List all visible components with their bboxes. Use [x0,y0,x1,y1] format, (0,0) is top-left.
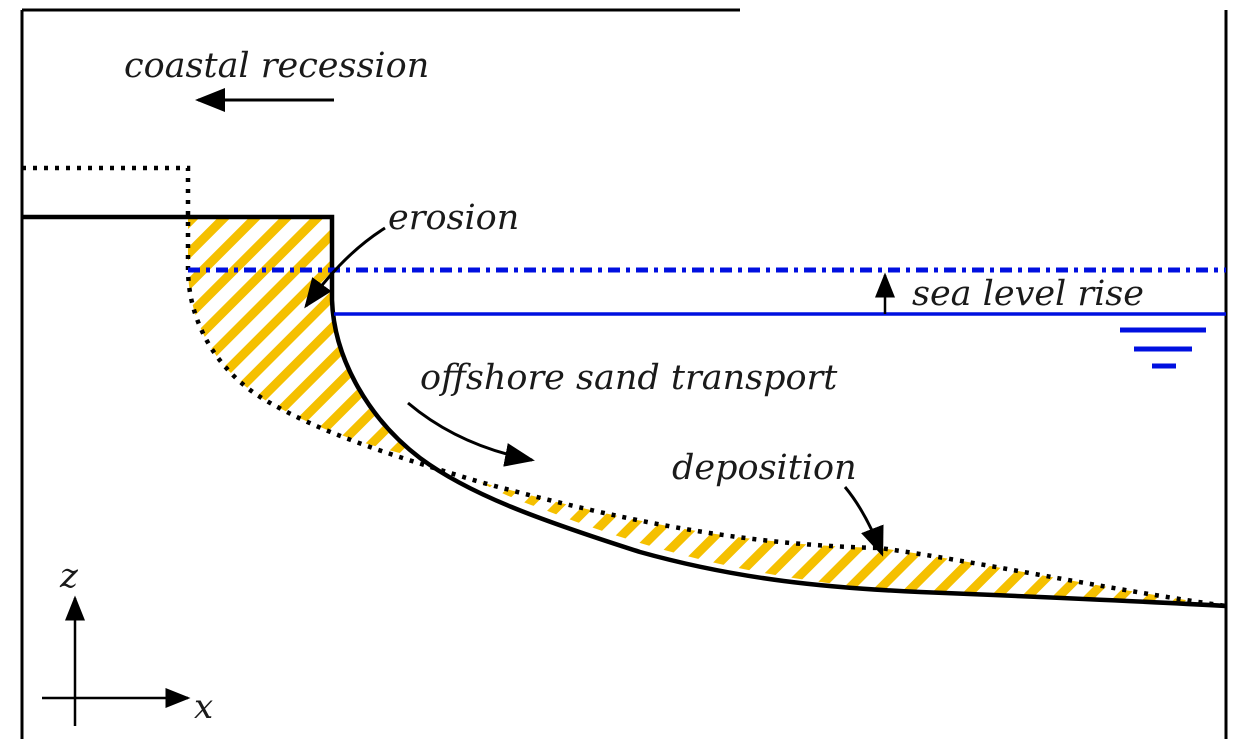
x-axis-label: x [194,687,213,727]
initial-profile-line [22,165,1227,609]
sea-level-rise-label: sea level rise [912,274,1144,314]
coastal-recession-label: coastal recession [124,46,429,86]
final-profile-line [22,214,1227,609]
deposition-arrow [843,486,884,557]
erosion-area [188,217,420,458]
water-level-symbol-icon [1120,327,1206,369]
axes [42,595,191,726]
z-axis-label: z [59,556,79,596]
erosion-arrow [304,226,386,309]
frame [20,8,1228,739]
offshore-transport-arrow [407,401,535,467]
deposition-label: deposition [672,448,857,488]
erosion-label: erosion [388,198,519,238]
offshore-sand-transport-label: offshore sand transport [420,358,838,398]
